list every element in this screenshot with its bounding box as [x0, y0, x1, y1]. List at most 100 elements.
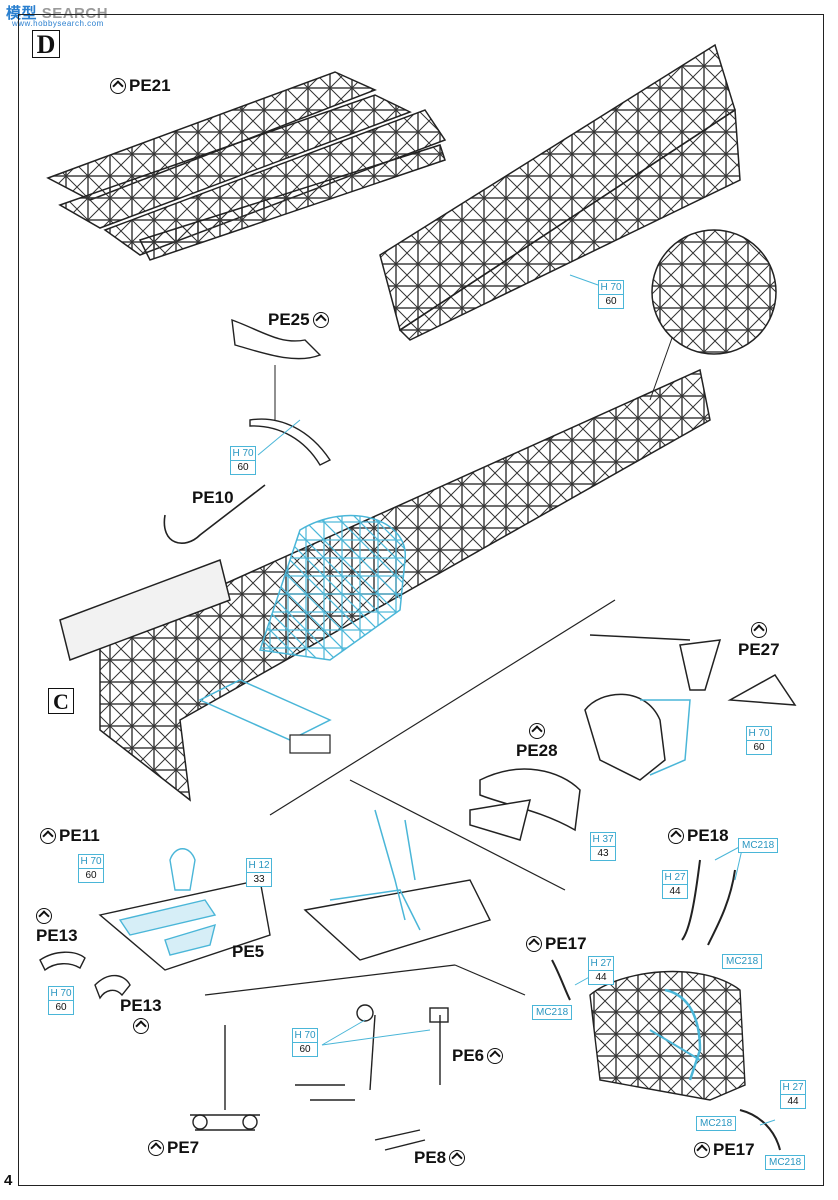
- paint-code: H 12: [247, 860, 271, 873]
- paint-code: H 70: [49, 988, 73, 1001]
- paint-callout-mc218-b: MC218: [722, 954, 763, 969]
- label-pe10: PE10: [192, 488, 234, 508]
- paint-callout-mc218-a: MC218: [738, 838, 779, 853]
- label-pe11: PE11: [40, 826, 100, 846]
- paint-value: 44: [595, 972, 607, 983]
- label-pe13-b: PE13: [120, 996, 162, 1034]
- paint-code: H 70: [79, 856, 103, 869]
- label-pe13-a: PE13: [36, 908, 78, 946]
- label-pe27: PE27: [738, 622, 780, 660]
- label-pe21-text: PE21: [129, 76, 171, 95]
- label-pe5-text: PE5: [232, 942, 265, 961]
- label-pe6: PE6: [452, 1046, 504, 1066]
- paint-callout-h70-pe27: H 70 60: [746, 726, 772, 755]
- label-pe13-b-text: PE13: [120, 996, 162, 1015]
- label-pe21: PE21: [110, 76, 171, 96]
- paint-callout-h27-pe17b: H 27 44: [780, 1080, 806, 1109]
- label-pe11-text: PE11: [59, 826, 100, 845]
- page-number: 4: [4, 1172, 13, 1189]
- paint-value: 60: [55, 1002, 67, 1013]
- turn-over-icon: [750, 622, 767, 638]
- main-fuselage: [59, 368, 711, 802]
- paint-value: 44: [669, 886, 681, 897]
- label-pe27-text: PE27: [738, 640, 780, 659]
- pe27-seat-frame: [589, 634, 797, 706]
- paint-code: H 70: [231, 448, 255, 461]
- paint-value: 60: [85, 870, 97, 881]
- watermark: 模型 SEARCH www.hobbysearch.com: [6, 2, 109, 28]
- page-frame: [18, 14, 824, 1186]
- pe28-seat: [469, 693, 691, 841]
- paint-value: 60: [299, 1044, 311, 1055]
- turn-over-icon: [694, 1142, 710, 1158]
- paint-callout-h27-pe17: H 27 44: [588, 956, 614, 985]
- paint-callout-h70-pe13: H 70 60: [48, 986, 74, 1015]
- paint-code: H 70: [599, 282, 623, 295]
- floor-panel-left: [98, 848, 271, 971]
- paint-code: H 27: [589, 958, 613, 971]
- watermark-brand-a: 模型: [6, 5, 38, 22]
- label-pe28: PE28: [516, 723, 558, 761]
- paint-value: 44: [787, 1096, 799, 1107]
- paint-callout-h70-pe10: H 70 60: [230, 446, 256, 475]
- label-pe17-b-text: PE17: [713, 1140, 755, 1159]
- turn-over-icon: [312, 312, 329, 328]
- label-pe13-a-text: PE13: [36, 926, 78, 945]
- label-pe5: PE5: [232, 942, 264, 962]
- paint-value: 60: [237, 462, 249, 473]
- label-pe7: PE7: [148, 1138, 199, 1158]
- label-pe7-text: PE7: [167, 1138, 200, 1157]
- turn-over-icon: [487, 1048, 504, 1064]
- upper-fuselage-frame: [379, 43, 741, 341]
- pe10-part: [163, 484, 266, 544]
- label-pe10-text: PE10: [192, 488, 234, 507]
- paint-value: 43: [597, 848, 609, 859]
- paint-callout-h70-pe11: H 70 60: [78, 854, 104, 883]
- paint-value: 33: [253, 874, 265, 885]
- paint-callout-mc218-e: MC218: [765, 1155, 806, 1170]
- paint-callout-h70-frame: H 70 60: [598, 280, 624, 309]
- label-pe17-a-text: PE17: [545, 934, 587, 953]
- floor-panel-right: [303, 809, 491, 961]
- detail-magnifier: [649, 229, 777, 401]
- turn-over-icon: [132, 1018, 149, 1034]
- paint-code: H 27: [663, 872, 687, 885]
- section-c-box: C: [48, 688, 74, 714]
- turn-over-icon: [449, 1150, 466, 1166]
- paint-value: 60: [753, 742, 765, 753]
- paint-code: H 70: [293, 1030, 317, 1043]
- paint-code: H 27: [781, 1082, 805, 1095]
- paint-callout-mc218-d: MC218: [696, 1116, 737, 1131]
- seat-back-assembly: [551, 859, 781, 1151]
- turn-over-icon: [36, 908, 52, 924]
- label-pe17-b: PE17: [694, 1140, 755, 1160]
- paint-callout-h12-floor: H 12 33: [246, 858, 272, 887]
- section-d-box: D: [32, 30, 60, 59]
- label-pe17-a: PE17: [526, 934, 587, 954]
- paint-value: 60: [605, 296, 617, 307]
- pe25-part: [231, 318, 332, 466]
- paint-callout-h70-pedals: H 70 60: [292, 1028, 318, 1057]
- paint-callout-h27-pe18: H 27 44: [662, 870, 688, 899]
- label-pe6-text: PE6: [452, 1046, 485, 1065]
- paint-callout-h37-pe28: H 37 43: [590, 832, 616, 861]
- turn-over-icon: [148, 1140, 164, 1156]
- pe13-parts: [39, 951, 131, 1000]
- turn-over-icon: [110, 78, 126, 94]
- pe21-frame-sheet: [46, 71, 447, 261]
- watermark-brand-b: SEARCH: [41, 5, 109, 22]
- label-pe8-text: PE8: [414, 1148, 447, 1167]
- label-pe8: PE8: [414, 1148, 466, 1168]
- divider-lines: [204, 599, 616, 996]
- label-pe25-text: PE25: [268, 310, 310, 329]
- paint-code: H 37: [591, 834, 615, 847]
- watermark-url: www.hobbysearch.com: [12, 19, 104, 28]
- paint-callout-mc218-c: MC218: [532, 1005, 573, 1020]
- control-pedals: [190, 1004, 449, 1151]
- label-pe25: PE25: [268, 310, 329, 330]
- label-pe18-text: PE18: [687, 826, 729, 845]
- paint-code: H 70: [747, 728, 771, 741]
- turn-over-icon: [526, 936, 542, 952]
- turn-over-icon: [40, 828, 56, 844]
